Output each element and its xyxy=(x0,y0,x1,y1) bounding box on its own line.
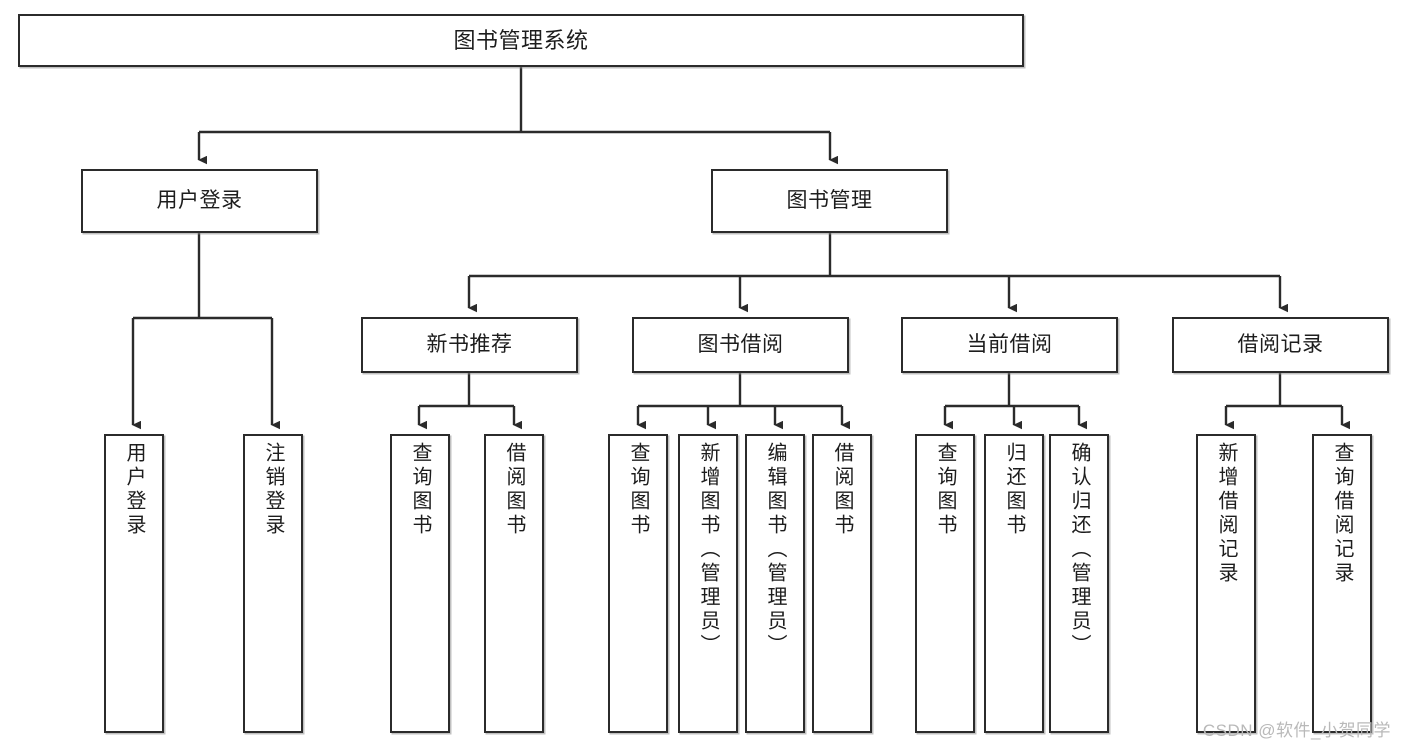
node-leaf-user-login-label: 用户登录 xyxy=(123,442,145,538)
node-borrow-record[interactable]: 借阅记录 xyxy=(1172,317,1389,373)
node-root[interactable]: 图书管理系统 xyxy=(18,14,1024,67)
node-book-borrow[interactable]: 图书借阅 xyxy=(632,317,849,373)
node-leaf-user-logout[interactable]: 注销登录 xyxy=(243,434,303,733)
node-leaf-add-borrow-record-label: 新增借阅记录 xyxy=(1215,442,1237,586)
node-leaf-query-book-2-label: 查询图书 xyxy=(627,442,649,538)
node-leaf-query-book-2[interactable]: 查询图书 xyxy=(608,434,668,733)
node-leaf-add-book[interactable]: 新增图书（管理员） xyxy=(678,434,738,733)
node-leaf-add-borrow-record[interactable]: 新增借阅记录 xyxy=(1196,434,1256,733)
node-leaf-return-book-label: 归还图书 xyxy=(1003,442,1025,538)
node-leaf-query-book-1-label: 查询图书 xyxy=(409,442,431,538)
node-leaf-confirm-return-label: 确认归还（管理员） xyxy=(1068,442,1090,658)
node-leaf-add-book-label: 新增图书（管理员） xyxy=(697,442,719,658)
node-user-login[interactable]: 用户登录 xyxy=(81,169,318,233)
node-leaf-query-borrow-record[interactable]: 查询借阅记录 xyxy=(1312,434,1372,733)
node-root-label: 图书管理系统 xyxy=(453,27,589,53)
node-borrow-record-label: 借阅记录 xyxy=(1237,332,1324,356)
node-book-borrow-label: 图书借阅 xyxy=(697,332,784,356)
node-leaf-borrow-book-2-label: 借阅图书 xyxy=(831,442,853,538)
node-book-manage[interactable]: 图书管理 xyxy=(711,169,948,233)
node-leaf-query-book-3[interactable]: 查询图书 xyxy=(915,434,975,733)
node-new-book-recommend[interactable]: 新书推荐 xyxy=(361,317,578,373)
node-leaf-borrow-book-1[interactable]: 借阅图书 xyxy=(484,434,544,733)
node-leaf-confirm-return[interactable]: 确认归还（管理员） xyxy=(1049,434,1109,733)
node-leaf-query-book-3-label: 查询图书 xyxy=(934,442,956,538)
node-leaf-query-book-1[interactable]: 查询图书 xyxy=(390,434,450,733)
node-current-borrow-label: 当前借阅 xyxy=(966,332,1053,356)
node-user-login-label: 用户登录 xyxy=(156,188,243,212)
node-leaf-query-borrow-record-label: 查询借阅记录 xyxy=(1331,442,1353,586)
node-leaf-edit-book[interactable]: 编辑图书（管理员） xyxy=(745,434,805,733)
node-new-book-recommend-label: 新书推荐 xyxy=(426,332,513,356)
node-leaf-edit-book-label: 编辑图书（管理员） xyxy=(764,442,786,658)
node-book-manage-label: 图书管理 xyxy=(786,188,873,212)
node-leaf-user-login[interactable]: 用户登录 xyxy=(104,434,164,733)
node-leaf-borrow-book-2[interactable]: 借阅图书 xyxy=(812,434,872,733)
node-leaf-return-book[interactable]: 归还图书 xyxy=(984,434,1044,733)
node-leaf-borrow-book-1-label: 借阅图书 xyxy=(503,442,525,538)
node-leaf-user-logout-label: 注销登录 xyxy=(262,442,284,538)
node-current-borrow[interactable]: 当前借阅 xyxy=(901,317,1118,373)
